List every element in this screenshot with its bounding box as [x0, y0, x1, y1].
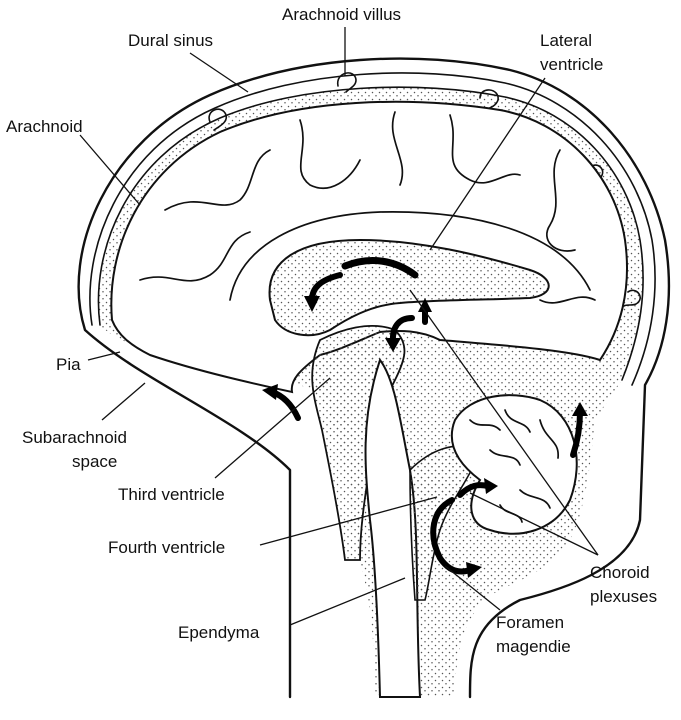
corpus-callosum-edge [229, 211, 591, 301]
leader-arachnoid [79, 134, 141, 206]
gyrus-fold-3 [391, 111, 404, 186]
leader-choroid-2 [469, 492, 599, 556]
leader-third-ventricle [214, 377, 331, 479]
label-choroid-line2: plexuses [590, 587, 657, 606]
flow-arrowhead-magendie [484, 478, 498, 494]
label-subarachnoid-line2: space [72, 452, 117, 471]
label-arachnoid: Arachnoid [6, 117, 83, 136]
label-foramen-line1: Foramen [496, 613, 564, 632]
leader-ependyma [289, 577, 406, 626]
gyrus-fold-4 [449, 114, 521, 184]
label-pia: Pia [56, 355, 81, 374]
arachnoid-membrane [97, 86, 644, 381]
brainstem [364, 357, 422, 698]
dural-sinus-wall [89, 72, 656, 386]
dura-outer-outline [77, 57, 671, 699]
label-fourth-ventricle: Fourth ventricle [108, 538, 225, 557]
flow-arrowhead-subarachnoid-left [262, 384, 278, 400]
cerebellum-folia [469, 409, 559, 523]
leader-choroid-1 [409, 289, 599, 556]
leader-lateral-ventricle [429, 77, 546, 251]
label-lateral-ventricle-line2: ventricle [540, 55, 603, 74]
label-arachnoid-villus: Arachnoid villus [282, 5, 401, 24]
flow-arrowhead-lateral [304, 296, 320, 312]
leader-foramen-magendie [444, 565, 501, 611]
gyrus-fold-1 [164, 149, 271, 211]
leader-dural-sinus [189, 52, 249, 93]
flow-arrowhead-fourth [466, 562, 482, 578]
flow-arrow-fourth [430, 497, 473, 575]
flow-arrowhead-foramen [385, 338, 401, 352]
lateral-ventricle-cavity [268, 238, 550, 337]
arachnoid-villus-5 [623, 289, 641, 307]
label-choroid-line1: Choroid [590, 563, 650, 582]
gyrus-fold-2 [299, 119, 361, 190]
leader-subarachnoid [101, 382, 146, 421]
arachnoid-villus-2 [208, 108, 228, 131]
arachnoid-villus-1 [337, 72, 357, 93]
label-third-ventricle: Third ventricle [118, 485, 225, 504]
label-subarachnoid-line1: Subarachnoid [22, 428, 127, 447]
flow-arrowhead-cerebellar [572, 402, 588, 416]
label-dural-sinus: Dural sinus [128, 31, 213, 50]
leader-fourth-ventricle [259, 496, 438, 546]
label-lateral-ventricle-line1: Lateral [540, 31, 592, 50]
label-ependyma: Ependyma [178, 623, 260, 642]
leader-pia [87, 351, 121, 361]
gyrus-fold-5 [546, 149, 576, 252]
flow-arrowhead-third [418, 298, 432, 312]
label-foramen-line2: magendie [496, 637, 571, 656]
gyrus-fold-6 [139, 231, 251, 282]
choroid-plexus-lateral [341, 257, 419, 279]
gyrus-fold-7 [539, 296, 596, 304]
